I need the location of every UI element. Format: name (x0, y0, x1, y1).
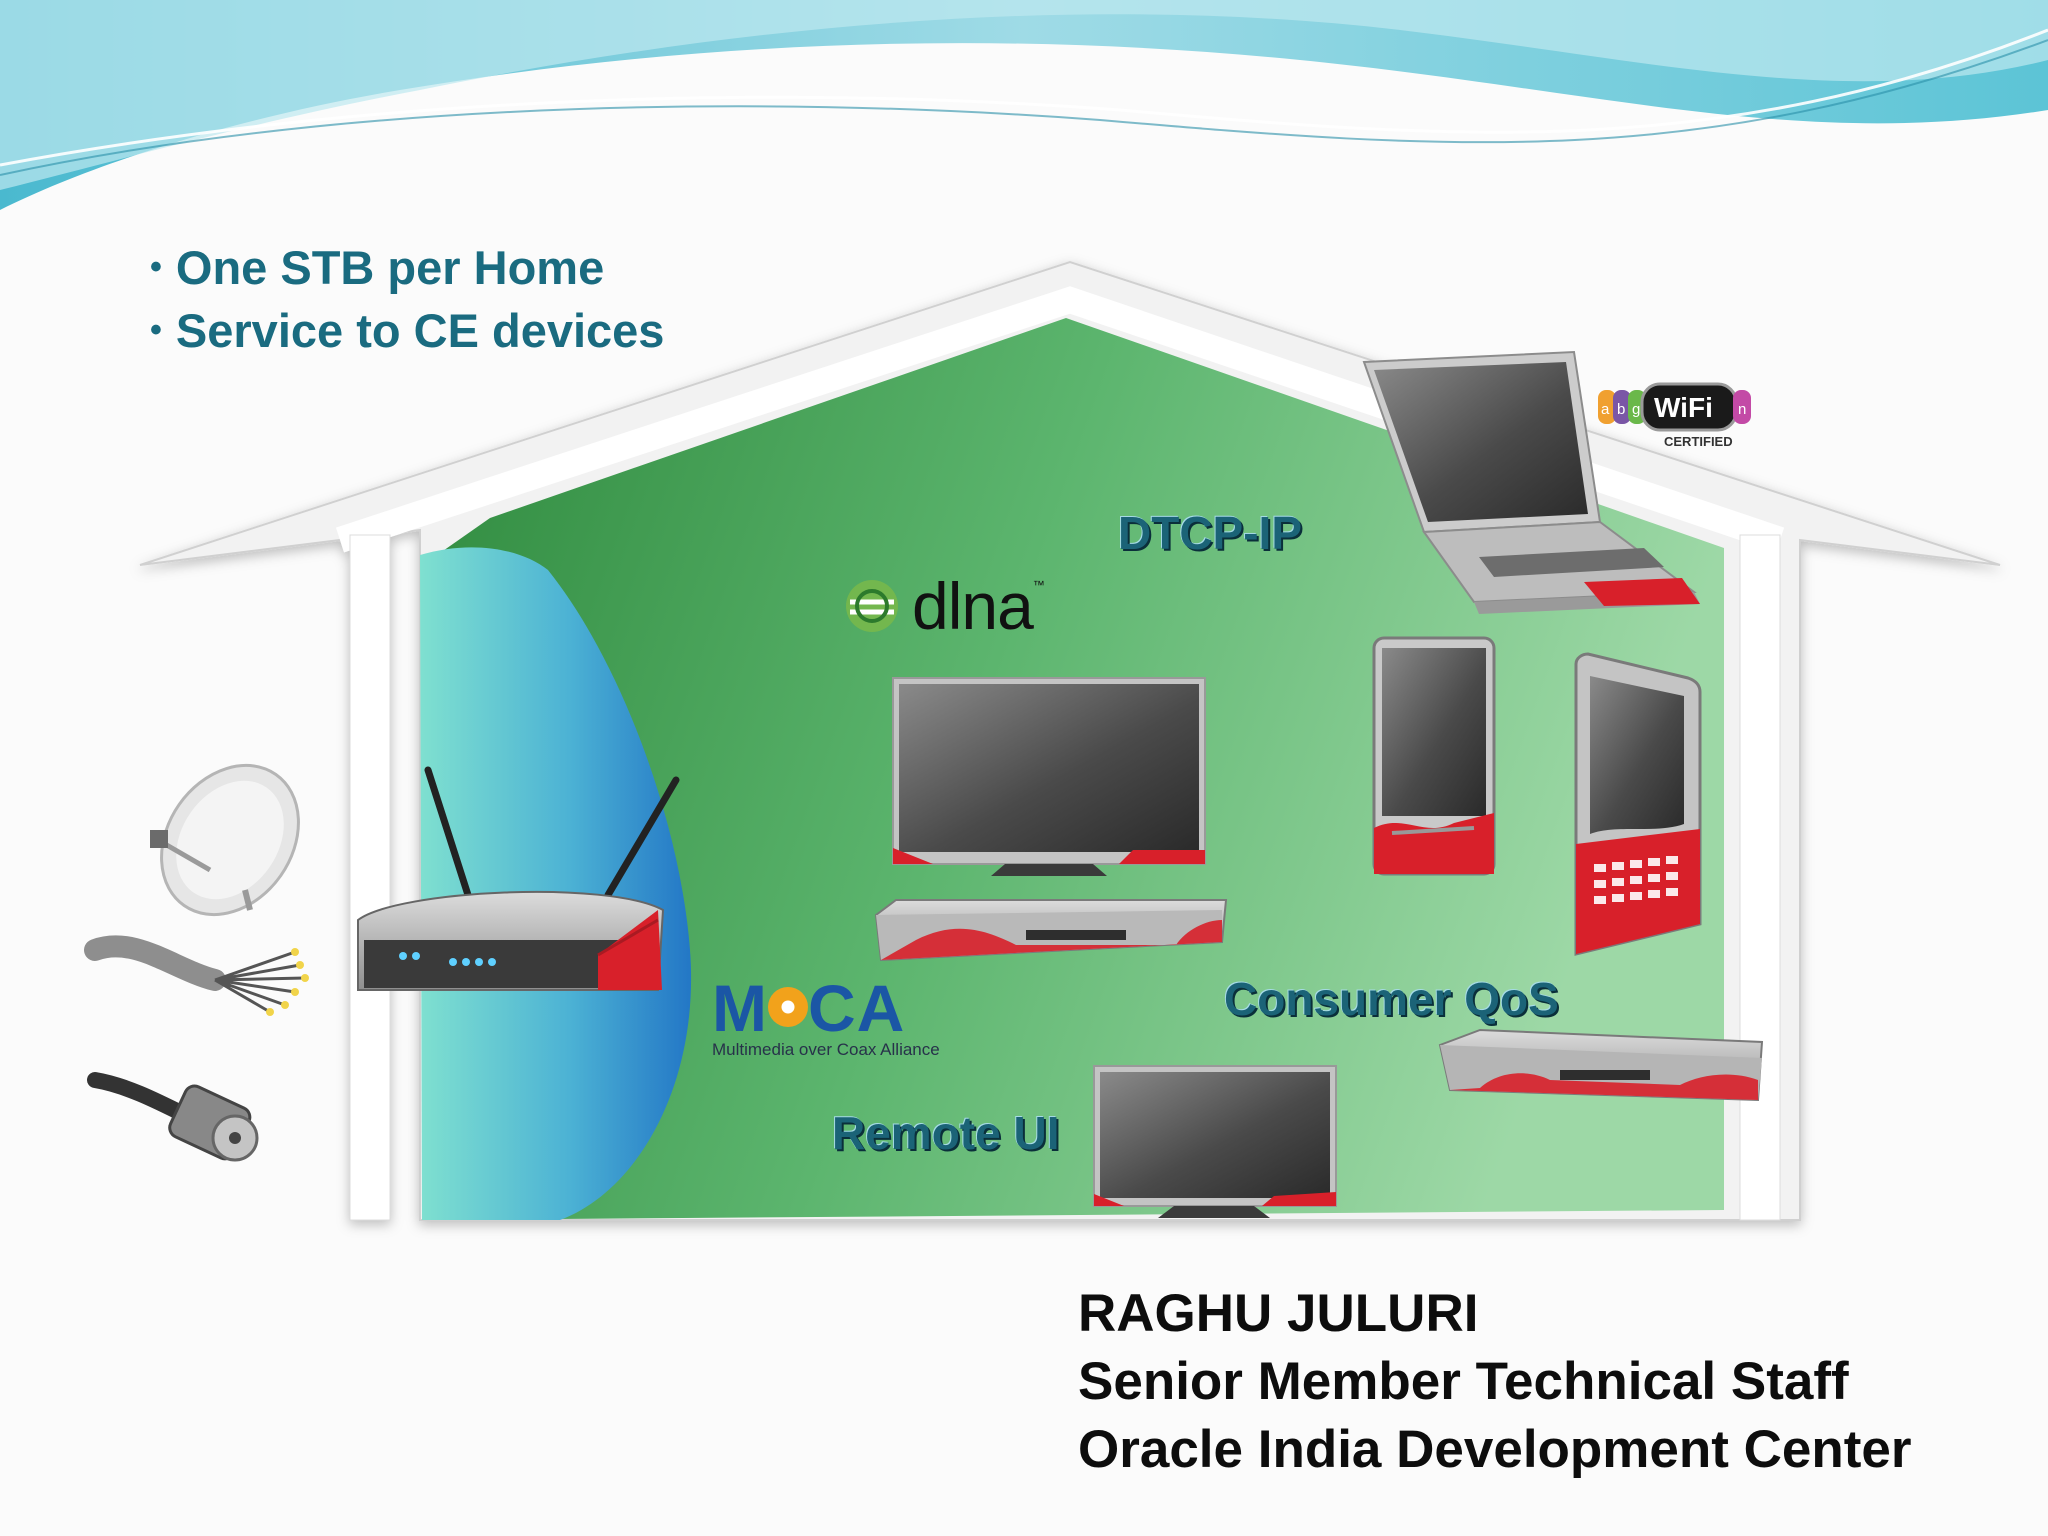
presenter-title: Senior Member Technical Staff (1078, 1352, 1849, 1411)
bullet-item: • Service to CE devices (150, 299, 664, 362)
moca-letter-m: M (712, 971, 768, 1045)
coax-band (420, 547, 692, 1220)
set-top-box-icon (1438, 1028, 1764, 1102)
moca-subtitle: Multimedia over Coax Alliance (712, 1040, 940, 1059)
bullet-text: Service to CE devices (175, 304, 665, 357)
wifi-logo-icon: a b g n WiFi (1598, 382, 1751, 432)
coax-connector-icon (87, 1072, 259, 1162)
tablet-icon (1372, 636, 1496, 876)
remote-ui-label: Remote UI (832, 1107, 1060, 1159)
presenter-credits: RAGHU JULURI Senior Member Technical Sta… (1078, 1280, 1912, 1484)
bullet-item: • One STB per Home (150, 236, 664, 299)
dlna-trademark: ™ (1032, 578, 1045, 592)
bullet-text: One STB per Home (175, 241, 605, 294)
fiber-cable-icon (84, 935, 309, 1016)
dtcp-ip-label: DTCP-IP (1118, 507, 1302, 559)
smartphone-icon (1574, 652, 1702, 956)
svg-text:n: n (1738, 401, 1746, 418)
svg-text:a: a (1601, 401, 1610, 418)
svg-text:g: g (1632, 401, 1640, 418)
bullet-dot: • (150, 248, 162, 286)
satellite-dish-icon (150, 763, 300, 917)
moca-letters-ca: CA (807, 971, 906, 1045)
wifi-certified-label: CERTIFIED (1664, 434, 1733, 449)
laptop-icon (1362, 350, 1700, 614)
bullet-dot: • (150, 311, 162, 349)
router-icon (357, 766, 680, 991)
svg-text:WiFi: WiFi (1654, 392, 1713, 423)
moca-logo-icon (767, 987, 808, 1027)
set-top-box-icon (874, 899, 1228, 962)
flat-tv-icon (1093, 1065, 1337, 1218)
svg-text:b: b (1617, 401, 1625, 418)
presenter-name: RAGHU JULURI (1078, 1284, 1479, 1343)
bullet-list: • One STB per Home • Service to CE devices (150, 236, 664, 362)
header-wave (0, 0, 2048, 210)
dlna-logo-icon (846, 580, 898, 632)
dlna-word: dlna (912, 569, 1034, 643)
consumer-qos-label: Consumer QoS (1224, 973, 1559, 1025)
flat-tv-icon (892, 677, 1206, 876)
dlna-logo-text: dlna™ (912, 568, 1045, 644)
presenter-org: Oracle India Development Center (1078, 1420, 1912, 1479)
